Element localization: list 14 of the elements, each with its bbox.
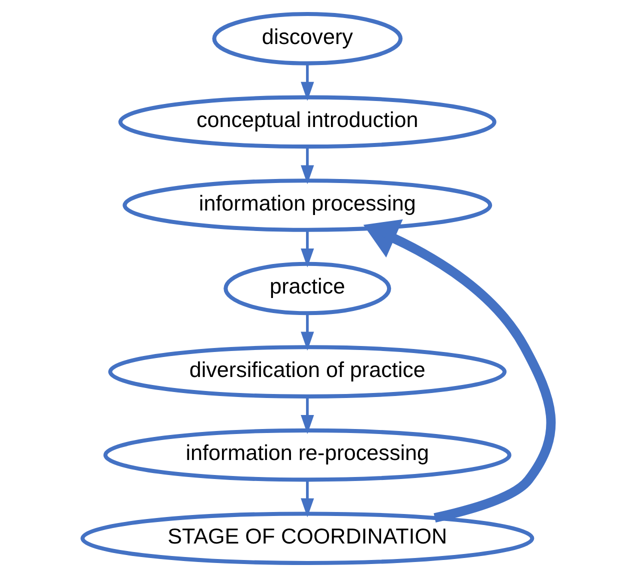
arrow <box>362 219 556 522</box>
node-ellipse: information re-processing <box>102 428 511 482</box>
node-ellipse: diversification of practice <box>108 345 506 398</box>
node-ellipse: discovery <box>212 12 402 66</box>
arrow <box>300 314 314 351</box>
arrow <box>300 230 314 268</box>
arrow <box>300 64 314 101</box>
node-ellipse: information processing <box>122 178 492 232</box>
node-ellipse: conceptual introduction <box>118 95 496 149</box>
node-ellipse: STAGE OF COORDINATION <box>80 512 534 565</box>
node-ellipse: practice <box>223 262 391 316</box>
arrow <box>300 396 314 434</box>
arrow <box>300 480 314 518</box>
arrow <box>300 147 314 184</box>
